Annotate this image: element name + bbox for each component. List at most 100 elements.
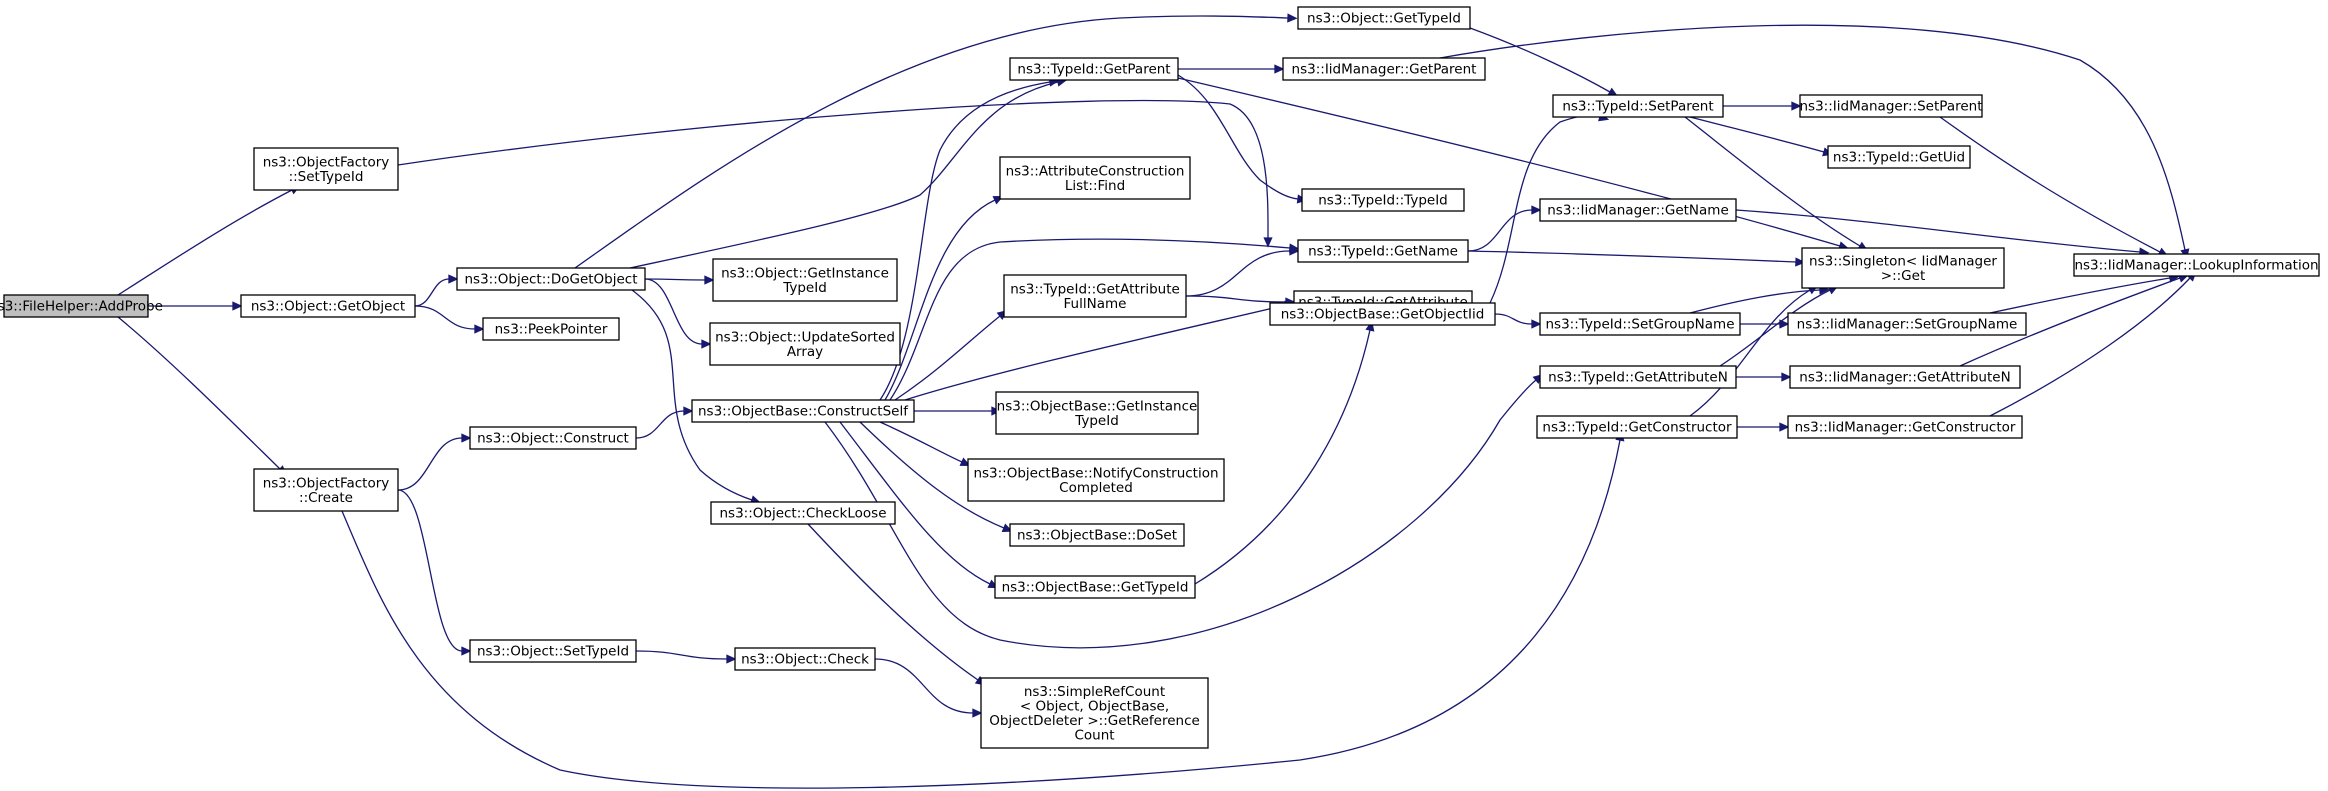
node-label: Array — [787, 344, 823, 360]
node-peekpointer[interactable]: ns3::PeekPointer — [482, 317, 620, 341]
node-obj_check[interactable]: ns3::Object::Check — [734, 647, 876, 671]
node-obj_settypeid[interactable]: ns3::Object::SetTypeId — [469, 639, 637, 663]
node-label: ns3::IidManager::GetParent — [1292, 62, 1477, 78]
arrowhead-icon — [461, 433, 472, 443]
node-box — [1009, 57, 1179, 81]
node-obj_dogetobject[interactable]: ns3::Object::DoGetObject — [456, 267, 646, 291]
node-label: ns3::TypeId::GetParent — [1017, 62, 1170, 78]
edge-line — [839, 421, 991, 585]
edge-iid_getconstructor-to-iid_lookupinformation — [1989, 271, 2197, 417]
node-label: < Object, ObjectBase, — [1020, 698, 1169, 714]
node-tid_getconstructor[interactable]: ns3::TypeId::GetConstructor — [1536, 415, 1738, 439]
node-label: ns3::TypeId::GetUid — [1833, 150, 1965, 166]
node-tid_getuid[interactable]: ns3::TypeId::GetUid — [1827, 145, 1971, 169]
node-label: ns3::ObjectBase::GetObjectIid — [1281, 307, 1485, 323]
node-srefcount[interactable]: ns3::SimpleRefCount< Object, ObjectBase,… — [980, 677, 1209, 749]
edge-tid_setparent-to-tid_getuid — [1689, 116, 1834, 157]
node-label: List::Find — [1065, 178, 1125, 194]
edge-obj_dogetobject-to-obj_checkloose — [631, 289, 762, 505]
edge-line — [1735, 209, 2141, 253]
node-tid_setparent[interactable]: ns3::TypeId::SetParent — [1552, 94, 1724, 118]
node-label: ns3::IidManager::SetParent — [1800, 99, 1983, 115]
node-box — [1827, 145, 1971, 169]
node-box — [1539, 198, 1737, 222]
node-of_create[interactable]: ns3::ObjectFactory::Create — [253, 468, 399, 512]
node-tid_getattributen[interactable]: ns3::TypeId::GetAttributeN — [1539, 365, 1737, 389]
edge-line — [1689, 116, 1825, 153]
node-label: ns3::ObjectBase::GetTypeId — [1002, 580, 1189, 596]
edge-obj_settypeid-to-obj_check — [635, 650, 737, 664]
node-label: ns3::ObjectFactory — [263, 154, 390, 170]
edge-tid_getname-to-iid_getname — [1467, 205, 1542, 252]
edge-line — [874, 658, 974, 714]
node-of_settypeid[interactable]: ns3::ObjectFactory::SetTypeId — [253, 147, 399, 191]
node-ob_doset[interactable]: ns3::ObjectBase::DoSet — [1009, 523, 1185, 547]
node-iid_lookupinformation[interactable]: ns3::IidManager::LookupInformation — [2073, 253, 2320, 277]
node-box — [1301, 188, 1465, 212]
edge-tid_setparent-to-iid_setparent — [1723, 101, 1802, 111]
node-label: ns3::TypeId::GetAttribute — [1010, 281, 1180, 297]
node-label: ns3::ObjectBase::DoSet — [1017, 528, 1177, 544]
node-box — [1003, 274, 1187, 318]
arrowhead-icon — [474, 324, 485, 334]
node-ob_getobjectiid[interactable]: ns3::ObjectBase::GetObjectIid — [1269, 302, 1496, 326]
node-obj_gettypeid[interactable]: ns3::Object::GetTypeId — [1297, 6, 1471, 30]
node-label: ns3::ObjectBase::GetInstance — [997, 398, 1198, 414]
node-tid_typeid[interactable]: ns3::TypeId::TypeId — [1301, 188, 1465, 212]
node-tid_setgroupname[interactable]: ns3::TypeId::SetGroupName — [1539, 312, 1741, 336]
node-iid_setparent[interactable]: ns3::IidManager::SetParent — [1799, 94, 1983, 118]
node-iid_getconstructor[interactable]: ns3::IidManager::GetConstructor — [1787, 415, 2023, 439]
node-ob_gettypeid[interactable]: ns3::ObjectBase::GetTypeId — [994, 575, 1196, 599]
node-tid_getparent[interactable]: ns3::TypeId::GetParent — [1009, 57, 1179, 81]
node-label: ns3::ObjectBase::NotifyConstruction — [973, 465, 1218, 481]
node-singleton_get[interactable]: ns3::Singleton< IidManager >::Get — [1801, 247, 2005, 289]
edge-line — [631, 289, 753, 501]
edge-line — [1989, 277, 2171, 314]
node-obj_checkloose[interactable]: ns3::Object::CheckLoose — [710, 501, 896, 525]
edge-obj_dogetobject-to-obj_updatesorted — [644, 278, 712, 349]
node-box — [253, 468, 399, 512]
node-obj_getobject[interactable]: ns3::Object::GetObject — [240, 294, 416, 318]
node-label: ns3::IidManager::SetGroupName — [1797, 317, 2018, 333]
arrowhead-icon — [1531, 319, 1542, 329]
node-ob_constructself[interactable]: ns3::ObjectBase::ConstructSelf — [691, 399, 915, 423]
edge-obj_getobject-to-peekpointer — [414, 305, 485, 334]
node-obj_construct[interactable]: ns3::Object::Construct — [469, 426, 637, 450]
edge-of_create-to-obj_construct — [397, 433, 472, 491]
node-iid_getname[interactable]: ns3::IidManager::GetName — [1539, 198, 1737, 222]
edges-layer — [117, 13, 2197, 789]
node-box — [1297, 6, 1471, 30]
node-iid_getattributen[interactable]: ns3::IidManager::GetAttributeN — [1789, 365, 2021, 389]
node-box — [240, 294, 416, 318]
node-box — [1787, 415, 2023, 439]
edge-line — [1494, 313, 1533, 325]
node-box — [980, 677, 1209, 749]
arrowhead-icon — [1263, 237, 1273, 248]
node-label: ns3::PeekPointer — [495, 322, 608, 338]
edge-ob_constructself-to-ob_notifyconstruction — [879, 421, 971, 466]
node-label: ns3::TypeId::GetConstructor — [1542, 420, 1732, 436]
node-iid_getparent[interactable]: ns3::IidManager::GetParent — [1282, 57, 1486, 81]
node-ob_notifyconstruction[interactable]: ns3::ObjectBase::NotifyConstructionCompl… — [967, 458, 1225, 502]
node-box — [1787, 312, 2027, 336]
edge-line — [879, 81, 1051, 401]
node-box — [709, 322, 901, 366]
node-box — [3, 294, 149, 318]
edge-tid_getname-to-singleton_get — [1467, 250, 1806, 267]
arrowhead-icon — [959, 457, 971, 466]
node-box — [1552, 94, 1724, 118]
node-addprobe[interactable]: ns3::FileHelper::AddProbe — [0, 294, 163, 318]
node-iid_setgroupname[interactable]: ns3::IidManager::SetGroupName — [1787, 312, 2027, 336]
node-label: ns3::SimpleRefCount — [1024, 684, 1165, 700]
node-label: ns3::Object::GetInstance — [721, 265, 889, 281]
node-box — [691, 399, 915, 423]
edge-line — [1185, 295, 1287, 303]
node-label: ns3::Object::DoGetObject — [464, 272, 637, 288]
edge-line — [1939, 116, 2161, 253]
node-tid_getname[interactable]: ns3::TypeId::GetName — [1297, 239, 1469, 263]
